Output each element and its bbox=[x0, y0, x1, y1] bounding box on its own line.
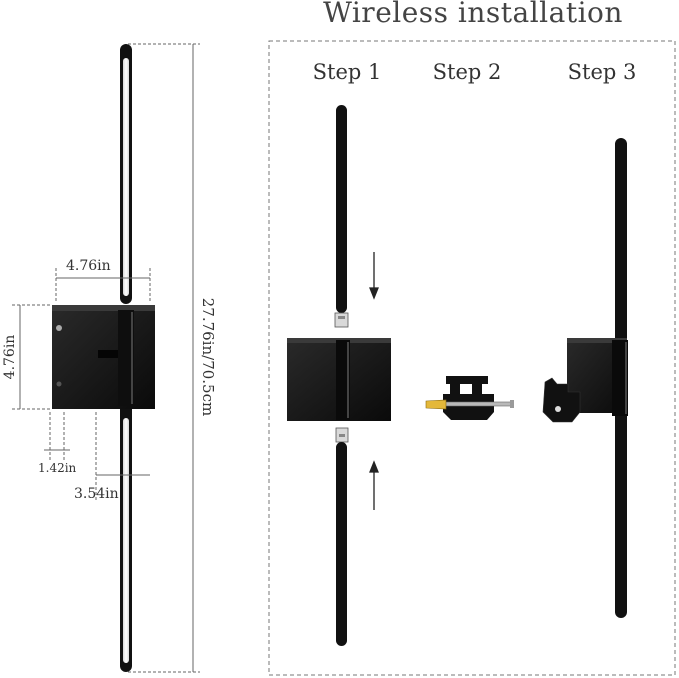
step-1-label: Step 1 bbox=[312, 60, 382, 84]
dim-total-length: 27.76in/70.5cm bbox=[199, 297, 217, 417]
dim-offset-large: 3.54in bbox=[74, 486, 119, 502]
step1-upper-connector bbox=[334, 312, 349, 328]
dim-height-side: 4.76in bbox=[2, 334, 18, 380]
section-title: Wireless installation bbox=[323, 0, 623, 29]
wall-anchor bbox=[425, 399, 447, 410]
step-3-label: Step 3 bbox=[567, 60, 637, 84]
dimension-lines bbox=[12, 43, 200, 673]
dimension-fixture bbox=[52, 44, 155, 672]
step1-collar bbox=[336, 340, 350, 420]
wall-screw bbox=[439, 401, 513, 407]
arrow-down-icon bbox=[369, 252, 379, 300]
step3-collar bbox=[612, 340, 628, 416]
step1-lower-tube bbox=[336, 442, 347, 646]
installation-frame bbox=[268, 40, 676, 676]
step3-illustration bbox=[542, 138, 628, 618]
upper-diffuser bbox=[123, 58, 129, 296]
mount-arm bbox=[98, 350, 122, 358]
dim-offset-small: 1.42in bbox=[38, 461, 77, 475]
dim-top-width: 4.76in bbox=[66, 258, 111, 274]
step1-upper-tube bbox=[336, 105, 347, 313]
center-collar bbox=[118, 310, 134, 406]
step3-bracket bbox=[542, 377, 581, 423]
mounting-bracket bbox=[446, 376, 488, 394]
step1-illustration bbox=[287, 105, 391, 646]
lower-diffuser bbox=[123, 418, 129, 663]
plate-screw bbox=[56, 325, 62, 331]
step2-illustration bbox=[425, 376, 514, 420]
step-2-label: Step 2 bbox=[432, 60, 502, 84]
arrow-up-icon bbox=[369, 460, 379, 510]
